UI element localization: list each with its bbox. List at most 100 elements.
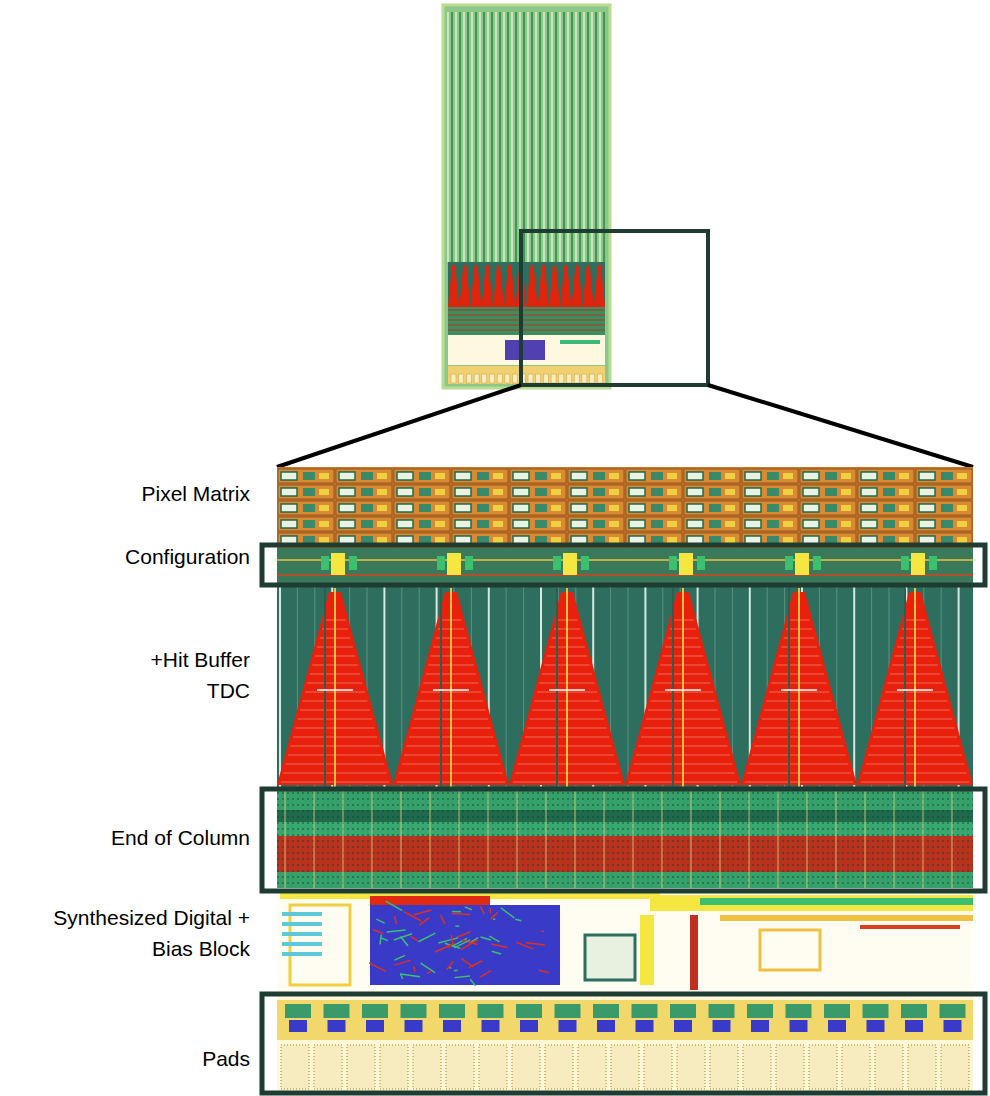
config-cell	[465, 556, 473, 570]
digital-wire	[452, 911, 461, 913]
pixel-circuit	[767, 520, 779, 528]
pixel-diode	[281, 520, 297, 528]
pixel-cell	[510, 469, 566, 483]
digital-wire	[369, 963, 386, 972]
eoc-via	[488, 790, 489, 888]
eoc-via	[749, 790, 750, 888]
pixel-circuit	[551, 521, 561, 527]
pixel-circuit	[709, 488, 721, 496]
digital-wire	[461, 940, 477, 950]
highlight-frame	[262, 545, 985, 585]
pixel-circuit	[841, 473, 851, 479]
digital-wire	[387, 930, 406, 932]
pixel-circuit	[609, 505, 619, 511]
pixel-cell	[568, 517, 624, 531]
digital-wire	[454, 940, 470, 948]
pixel-circuit	[609, 489, 619, 495]
digital-wire	[481, 937, 491, 940]
bond-pad	[842, 1045, 870, 1089]
eoc-line	[277, 793, 973, 794]
pixel-circuit	[377, 537, 387, 543]
pixel-diode	[513, 472, 529, 480]
digital-wire	[427, 971, 431, 973]
digital-wire	[386, 901, 403, 911]
column-stripe	[571, 12, 573, 262]
pixel-diode	[803, 472, 819, 480]
column-stripe	[519, 12, 521, 262]
pixel-cell	[916, 501, 972, 515]
thumb-tdc-triangle	[459, 265, 470, 307]
pixel-circuit	[651, 504, 663, 512]
thumb-tdc-ground	[448, 262, 605, 312]
pad-driver	[520, 1020, 538, 1032]
pixel-cell	[858, 517, 914, 531]
config-cell	[911, 553, 925, 575]
config-cell	[581, 556, 589, 570]
pixel-cell	[394, 469, 450, 483]
column-stripe	[575, 12, 577, 262]
pixel-circuit	[957, 473, 967, 479]
thumb-tdc-triangle	[549, 265, 560, 307]
digital-wire	[457, 932, 471, 937]
pixel-cell	[568, 485, 624, 499]
column-stripe	[515, 12, 517, 262]
pad-ground	[277, 995, 973, 1092]
bias-line	[282, 942, 322, 946]
pixel-circuit	[899, 473, 909, 479]
pixel-cell	[858, 501, 914, 515]
pixel-circuit	[377, 505, 387, 511]
digital-wire	[447, 961, 453, 970]
bond-pad	[479, 1045, 507, 1089]
tdc-spine	[440, 588, 442, 787]
region-label: End of Column	[111, 822, 250, 853]
pixel-circuit	[957, 537, 967, 543]
pixel-circuit	[725, 537, 735, 543]
pad-ring	[277, 1000, 973, 1040]
pixel-circuit	[551, 473, 561, 479]
config-cell	[813, 556, 821, 570]
eoc-line	[277, 817, 973, 818]
bias-block	[585, 935, 635, 980]
bond-pad	[512, 1045, 540, 1089]
column-stripe	[483, 12, 485, 262]
pixel-cell	[800, 469, 856, 483]
digital-wire	[420, 918, 430, 925]
thumb-pad	[497, 374, 502, 383]
eoc-line	[277, 811, 973, 812]
pixel-circuit	[377, 473, 387, 479]
pixel-diode	[687, 472, 703, 480]
pixel-cell	[916, 485, 972, 499]
thumb-pad	[528, 374, 533, 383]
pixel-diode	[339, 472, 355, 480]
bond-pad	[413, 1045, 441, 1089]
eoc-via	[343, 790, 344, 888]
column-stripe	[511, 12, 513, 262]
pixel-circuit	[783, 537, 793, 543]
region-label: Configuration	[125, 541, 250, 572]
tdc-spine	[904, 588, 906, 787]
pad-driver	[636, 1020, 654, 1032]
config-cell	[349, 556, 357, 570]
pixel-circuit	[825, 488, 837, 496]
pixel-circuit	[361, 488, 373, 496]
thumb-pad	[574, 374, 579, 383]
pixel-circuit	[725, 521, 735, 527]
pixel-circuit	[551, 537, 561, 543]
pad-driver	[555, 1004, 581, 1018]
thumb-tdc-triangle	[504, 265, 515, 307]
tdc-mark	[433, 689, 469, 691]
thumb-eoc-line	[448, 314, 605, 315]
eoc-line	[277, 871, 973, 872]
eoc-via	[372, 790, 373, 888]
pixel-circuit	[435, 489, 445, 495]
pixel-circuit	[651, 472, 663, 480]
column-stripe	[447, 12, 449, 262]
pixel-circuit	[883, 504, 895, 512]
pixel-diode	[571, 488, 587, 496]
pixel-circuit	[535, 472, 547, 480]
eoc-via	[662, 790, 663, 888]
digital-trace	[370, 896, 490, 906]
pad-driver	[401, 1004, 427, 1018]
pixel-cell	[336, 501, 392, 515]
eoc-via	[691, 790, 692, 888]
